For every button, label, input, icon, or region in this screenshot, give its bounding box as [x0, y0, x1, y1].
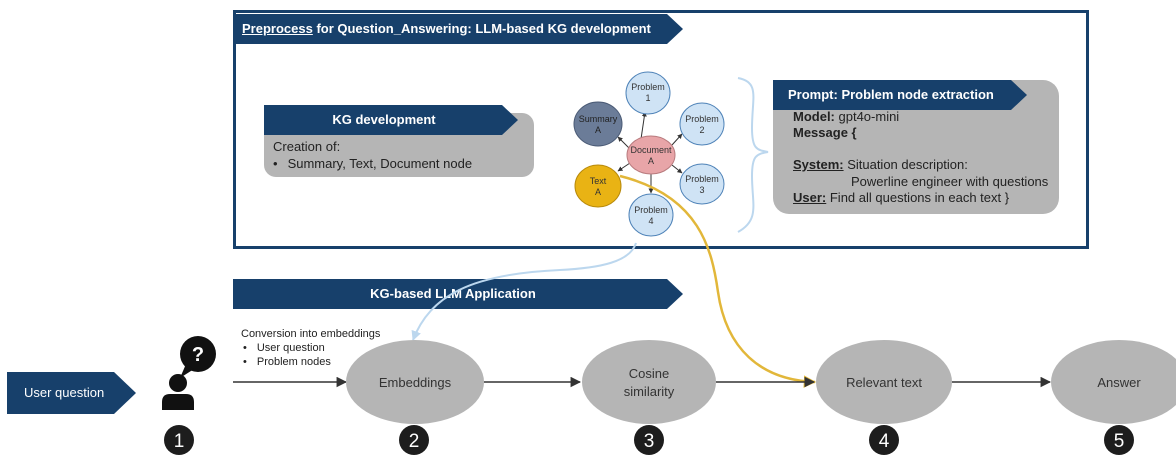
- answer-label: Answer: [1097, 375, 1141, 390]
- problem-3-label: Problem: [685, 174, 719, 184]
- cosine-label-2: similarity: [624, 384, 675, 399]
- prompt-system-value: Situation description:: [843, 157, 968, 172]
- step-1-number: 1: [174, 431, 185, 452]
- cosine-similarity-node: Cosine similarity: [582, 340, 716, 424]
- step-4-badge: 4: [869, 425, 899, 455]
- prompt-user-value: Find all questions in each text }: [826, 190, 1010, 205]
- problem-4-node: Problem 4: [628, 193, 674, 237]
- step-1-badge: 1: [164, 425, 194, 455]
- document-id: A: [648, 156, 654, 166]
- embeddings-label: Embeddings: [379, 375, 452, 390]
- problem-2-node: Problem 2: [679, 102, 725, 146]
- conversion-title: Conversion into embeddings: [241, 328, 381, 340]
- summary-label: Summary: [579, 114, 618, 124]
- graph-brace: [737, 77, 769, 233]
- graph-edges: [617, 111, 683, 194]
- conversion-note: Conversion into embeddings User question…: [241, 327, 380, 369]
- problem-3-num: 3: [699, 185, 704, 195]
- problem-1-node: Problem 1: [625, 71, 671, 115]
- preprocess-title-prefix: Preprocess: [242, 21, 313, 36]
- step-3-badge: 3: [634, 425, 664, 455]
- problem-to-embeddings-connector: [411, 242, 637, 341]
- embeddings-node: Embeddings: [346, 340, 484, 424]
- kg-development-title: KG development: [332, 112, 436, 127]
- prompt-user-label: User:: [793, 190, 827, 205]
- step-5-number: 5: [1114, 431, 1125, 452]
- kg-development-header: KG development: [264, 105, 518, 135]
- problem-2-label: Problem: [685, 114, 719, 124]
- problem-4-num: 4: [648, 216, 653, 226]
- preprocess-title-rest: for Question_Answering: LLM-based KG dev…: [312, 21, 651, 36]
- prompt-message-line: Message {: [793, 125, 857, 140]
- prompt-system-line2: Powerline engineer with questions: [851, 174, 1049, 189]
- prompt-model-value: gpt4o-mini: [834, 109, 900, 124]
- step-2-badge: 2: [399, 425, 429, 455]
- relevant-text-node: Relevant text: [816, 340, 952, 424]
- problem-4-label: Problem: [634, 205, 668, 215]
- prompt-model-line: Model: gpt4o-mini: [793, 109, 899, 124]
- document-node: Document A: [626, 135, 676, 175]
- prompt-user-line: User: Find all questions in each text }: [793, 190, 1009, 205]
- text-node: Text A: [574, 164, 622, 208]
- summary-node: Summary A: [573, 101, 623, 147]
- step-5-badge: 5: [1104, 425, 1134, 455]
- prompt-message: Message {: [793, 125, 857, 140]
- question-mark: ?: [192, 344, 204, 366]
- prompt-system-label: System:: [793, 157, 844, 172]
- user-question-chevron: User question: [7, 372, 136, 414]
- kg-creation-list: Summary, Text, Document node: [273, 156, 473, 171]
- cosine-label-1: Cosine: [629, 366, 669, 381]
- step-3-number: 3: [644, 431, 655, 452]
- preprocess-banner: Preprocess for Question_Answering: LLM-b…: [233, 14, 683, 44]
- conversion-item: Problem nodes: [243, 355, 380, 369]
- prompt-header: Prompt: Problem node extraction: [773, 80, 1027, 110]
- speech-bubble-icon: ?: [180, 336, 216, 378]
- conversion-item: User question: [243, 341, 380, 355]
- summary-id: A: [595, 125, 601, 135]
- step-4-number: 4: [879, 431, 890, 452]
- answer-node: Answer: [1051, 340, 1176, 424]
- user-icon: [162, 374, 194, 410]
- step-2-number: 2: [409, 431, 420, 452]
- kg-creation-label: Creation of:: [273, 139, 341, 154]
- text-id: A: [595, 187, 601, 197]
- user-question-label: User question: [24, 385, 105, 400]
- problem-1-label: Problem: [631, 82, 665, 92]
- relevant-text-label: Relevant text: [846, 375, 922, 390]
- prompt-system-line: System: Situation description:: [793, 157, 968, 172]
- preprocess-frame: [233, 10, 1089, 249]
- prompt-title: Prompt: Problem node extraction: [788, 87, 994, 102]
- prompt-model-label: Model:: [793, 109, 835, 124]
- document-label: Document: [630, 145, 672, 155]
- problem-2-num: 2: [699, 125, 704, 135]
- text-to-relevant-connector: [619, 174, 817, 388]
- kg-creation-item: Summary, Text, Document node: [273, 156, 473, 171]
- problem-1-num: 1: [645, 93, 650, 103]
- conversion-list: User question Problem nodes: [241, 341, 380, 369]
- problem-3-node: Problem 3: [679, 163, 725, 205]
- text-label: Text: [590, 176, 607, 186]
